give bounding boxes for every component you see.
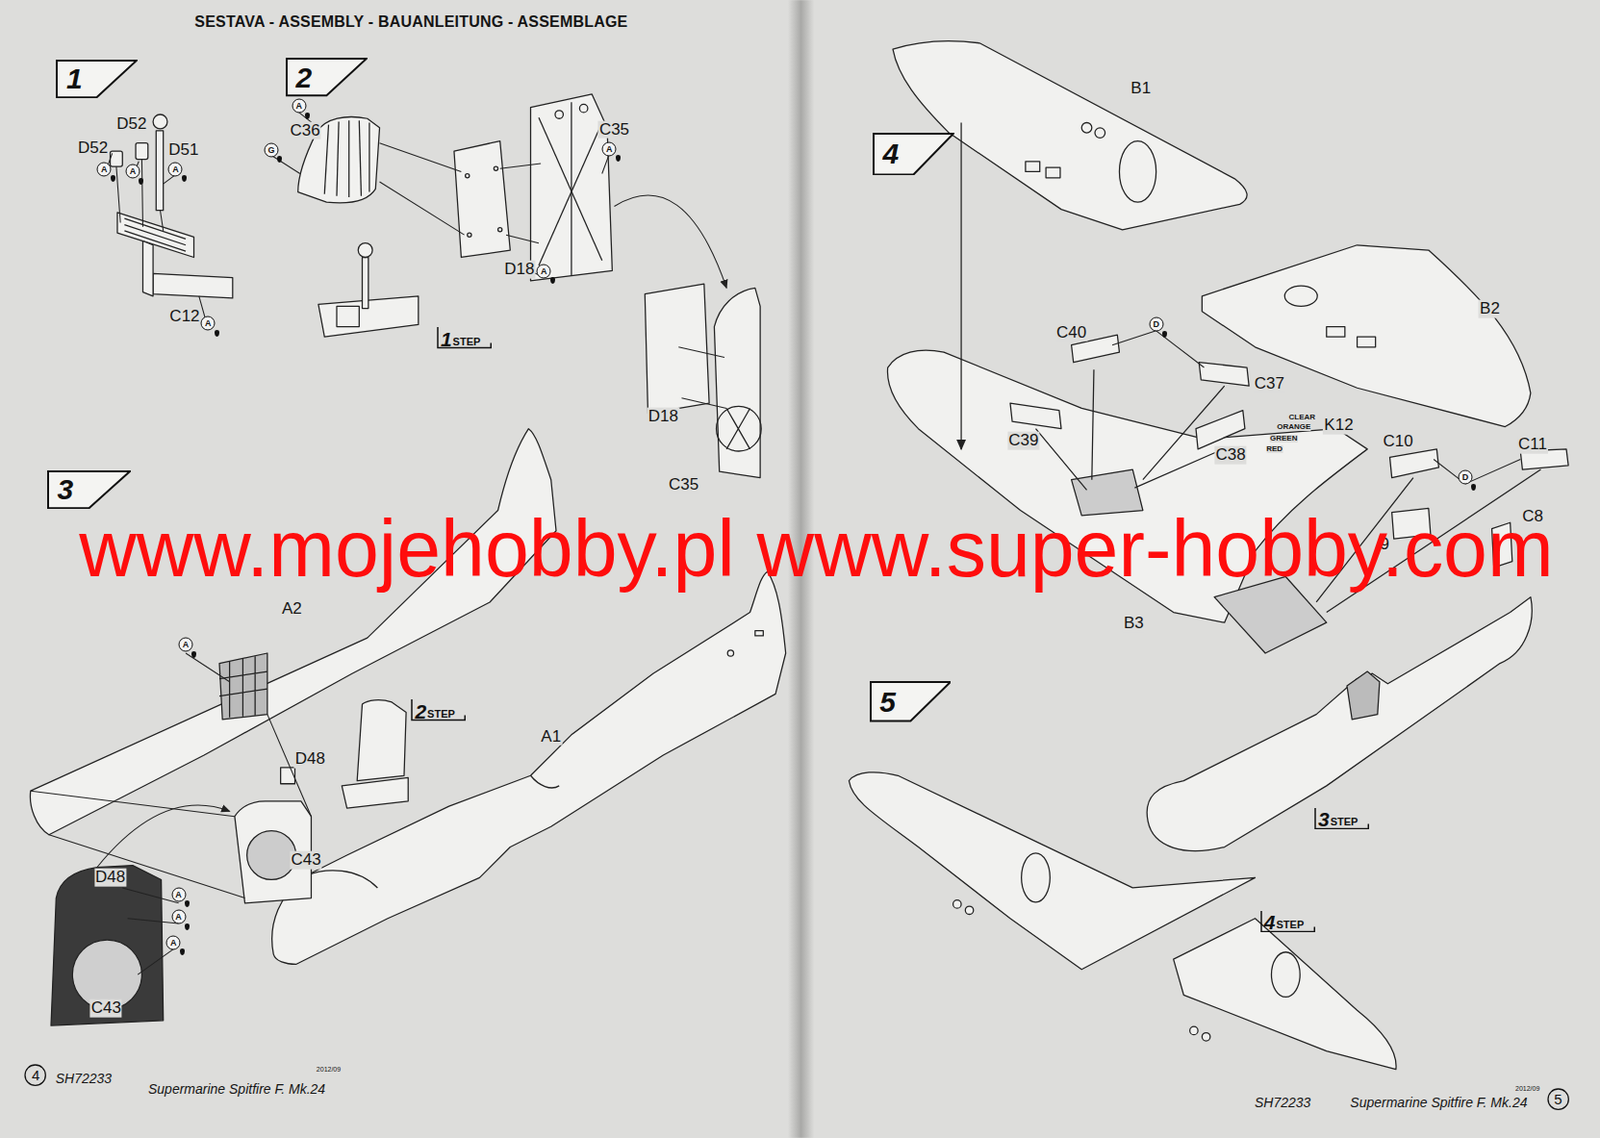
step-number: 5 — [879, 685, 896, 719]
watermark: www.mojehobby.pl www.super-hobby.com — [78, 507, 1553, 587]
paint-code: A — [171, 888, 186, 903]
paint-code: A — [166, 935, 181, 950]
step-number: 2 — [414, 701, 427, 722]
part-number: D18 — [647, 406, 680, 426]
part-number: C35 — [598, 120, 631, 139]
part-number: A2 — [280, 600, 304, 619]
part-number: C38 — [1214, 446, 1246, 465]
paint-code: A — [168, 162, 183, 178]
print-date: 2012/09 — [316, 1066, 341, 1073]
paint-drop — [550, 277, 556, 284]
paint-code: A — [201, 316, 216, 331]
outline-shape — [870, 682, 951, 721]
outline-shape — [25, 1065, 46, 1086]
paint-drop — [184, 923, 190, 931]
paint-code: A — [536, 264, 552, 280]
color-note: RED — [1266, 445, 1283, 454]
paint-drop — [184, 900, 190, 908]
step-number: 4 — [882, 137, 899, 171]
paint-drop — [191, 651, 197, 659]
print-date: 2012/09 — [1515, 1084, 1540, 1092]
part-number: D48 — [294, 750, 327, 769]
paint-code: A — [602, 141, 617, 156]
part-number: A1 — [539, 727, 562, 746]
paint-drop — [1162, 330, 1168, 338]
part-number: B3 — [1122, 614, 1145, 634]
part-number: B1 — [1129, 79, 1152, 99]
part-number: D18 — [503, 260, 535, 280]
footer-text: Supermarine Spitfire F. Mk.24 — [148, 1081, 326, 1097]
sheet-title: SESTAVA - ASSEMBLY - BAUANLEITUNG - ASSE… — [194, 13, 628, 31]
step-word: STEP — [427, 708, 456, 720]
step-word: STEP — [453, 335, 482, 348]
step-word: STEP — [1330, 815, 1359, 828]
part-number: D48 — [94, 868, 127, 888]
color-note: ORANGE — [1276, 423, 1311, 432]
paint-code: A — [125, 164, 140, 179]
step-reference: 4STEP — [1260, 908, 1316, 933]
paint-code: A — [171, 910, 186, 925]
footer-text: Supermarine Spitfire F. Mk.24 — [1349, 1094, 1527, 1111]
part-number: C35 — [667, 475, 700, 494]
part-number: K12 — [1322, 416, 1354, 435]
step-reference: 3STEP — [1314, 805, 1370, 830]
step-number: 4 — [1264, 912, 1276, 933]
step-word: STEP — [1276, 918, 1305, 931]
paint-drop — [179, 948, 185, 956]
outline-shape — [48, 471, 130, 508]
paint-drop — [1471, 483, 1476, 491]
paint-drop — [181, 175, 187, 182]
color-note: CLEAR — [1289, 413, 1317, 422]
part-number: C39 — [1007, 431, 1040, 451]
step-flag: 5 — [869, 681, 952, 722]
step-number: 4 — [31, 1066, 40, 1084]
step-number: 3 — [56, 473, 74, 507]
page-number: 4 — [24, 1064, 47, 1087]
part-number: D52 — [115, 115, 148, 134]
paint-code: A — [178, 637, 194, 653]
outline-shape — [1548, 1089, 1569, 1110]
part-number: C36 — [289, 121, 322, 140]
paint-drop — [138, 177, 144, 185]
step-flag: 3 — [47, 470, 131, 509]
part-number: D52 — [76, 138, 109, 157]
outline-shape — [873, 133, 954, 176]
paint-code: A — [291, 99, 306, 114]
paint-code: D — [1458, 470, 1474, 485]
paint-drop — [214, 330, 220, 337]
part-number: C12 — [168, 306, 201, 326]
step-number: 2 — [296, 61, 313, 95]
footer-text: SH72233 — [55, 1070, 112, 1087]
part-number: C37 — [1253, 374, 1286, 393]
step-flag: 4 — [872, 132, 955, 177]
paint-code: G — [264, 142, 280, 157]
page-number: 5 — [1547, 1088, 1570, 1111]
outline-shape — [286, 58, 367, 96]
part-number: C40 — [1055, 323, 1088, 342]
step-reference: 1STEP — [436, 324, 492, 349]
paint-code: A — [97, 162, 112, 178]
part-number: D51 — [167, 141, 200, 160]
footer-text: SH72233 — [1254, 1094, 1311, 1111]
part-number: C11 — [1517, 435, 1549, 455]
outline-shape — [56, 59, 137, 97]
paint-drop — [304, 112, 310, 120]
step-number: 1 — [66, 62, 83, 96]
color-note: GREEN — [1269, 434, 1297, 443]
step-flag: 1 — [55, 59, 138, 99]
part-number: C10 — [1381, 432, 1414, 452]
step-reference: 2STEP — [410, 696, 466, 721]
paint-drop — [110, 175, 116, 182]
step-number: 3 — [1318, 809, 1330, 830]
step-flag: 2 — [285, 57, 368, 97]
paint-code: D — [1148, 317, 1164, 332]
step-number: 5 — [1553, 1091, 1562, 1108]
part-number: C43 — [90, 999, 123, 1018]
paint-drop — [615, 154, 621, 162]
part-number: C43 — [290, 851, 323, 870]
step-number: 1 — [440, 329, 453, 350]
part-number: B2 — [1478, 300, 1501, 319]
